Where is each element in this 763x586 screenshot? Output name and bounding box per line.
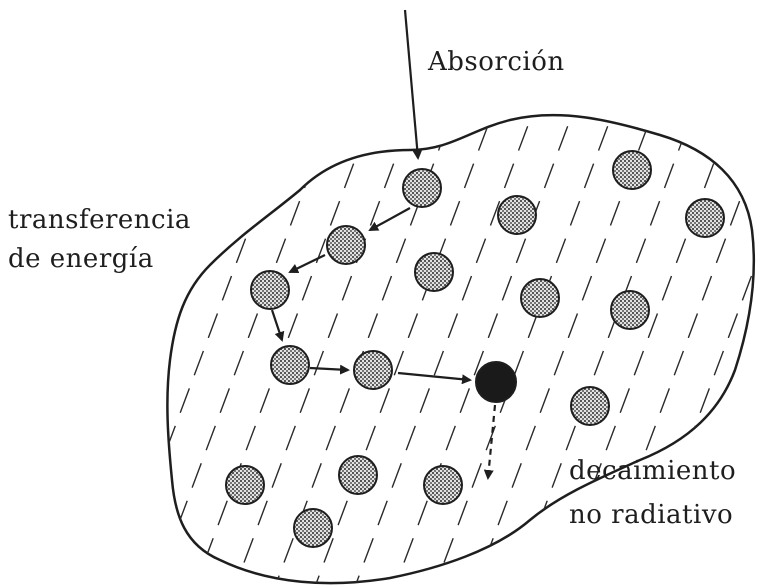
absorption-arrow [405,10,418,158]
particle [403,169,441,207]
energy-transfer-label-line1: transferencia [8,204,191,236]
particle [424,466,462,504]
nonradiative-decay-label-line2: no radiativo [569,499,733,531]
particle [415,253,453,291]
quencher-particle [476,362,516,402]
particle [498,196,536,234]
particle [571,387,609,425]
particle [686,199,724,237]
particle [327,226,365,264]
particle [339,456,377,494]
nonradiative-decay-label-line1: decaimiento [569,455,736,487]
particle [521,279,559,317]
particle [611,291,649,329]
particle [251,271,289,309]
particle [354,351,392,389]
absorption-label: Absorción [428,46,565,78]
particle [613,151,651,189]
particle [294,509,332,547]
particle [226,466,264,504]
particle [271,346,309,384]
energy-transfer-label-line2: de energía [8,243,154,275]
